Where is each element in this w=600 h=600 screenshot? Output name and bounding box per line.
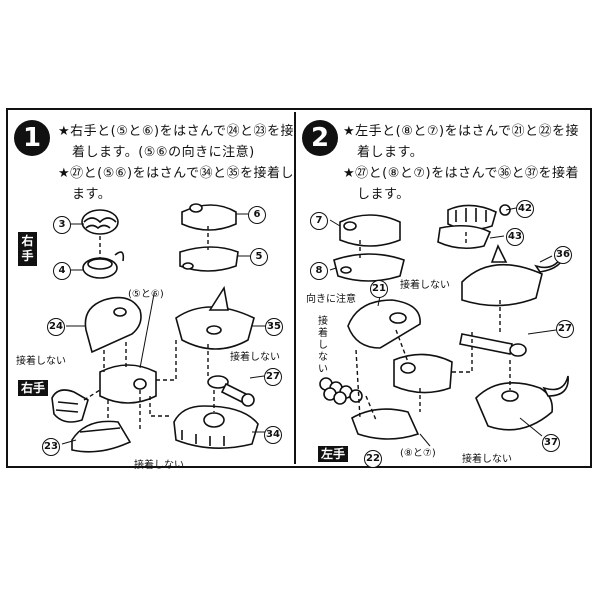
part-6-shape bbox=[181, 203, 237, 231]
part-label-37: 37 bbox=[542, 434, 560, 452]
part-5-shape bbox=[179, 246, 239, 272]
part-label-22: 22 bbox=[364, 450, 382, 468]
assembled-8-7-shape bbox=[393, 353, 453, 394]
step1-instruction-line4: ます。 bbox=[72, 187, 112, 202]
step2-instruction-line1: ★左手と(⑧と⑦)をはさんで㉑と㉒を接 bbox=[343, 124, 579, 139]
part-label-8: 8 bbox=[310, 262, 328, 280]
part-label-3: 3 bbox=[53, 216, 71, 234]
part-27-joint-shape bbox=[207, 375, 255, 407]
part-label-35: 35 bbox=[265, 318, 283, 336]
part-34-shape bbox=[173, 405, 259, 449]
no-glue-label-bottom-step2: 接着しない bbox=[462, 454, 512, 465]
step-divider bbox=[294, 112, 296, 464]
callout-5-and-6: (⑤と⑥) bbox=[128, 289, 164, 300]
left-hand-tag: 左手 bbox=[318, 446, 349, 462]
no-glue-label-top: 接着しない bbox=[400, 280, 450, 291]
part-label-42: 42 bbox=[516, 200, 534, 218]
part-42-shape bbox=[447, 204, 511, 231]
callout-8-and-7: (⑧と⑦) bbox=[400, 448, 436, 459]
part-8-shape bbox=[333, 253, 405, 282]
part-35-shape bbox=[175, 285, 255, 350]
step2-instruction-line4: します。 bbox=[357, 187, 410, 202]
part-label-43: 43 bbox=[506, 228, 524, 246]
part-36-shape bbox=[461, 244, 565, 307]
assembled-5-6-shape bbox=[99, 364, 157, 404]
part-label-23: 23 bbox=[42, 438, 60, 456]
part-label-27: 27 bbox=[264, 368, 282, 386]
no-glue-label-vertical: 接着しない bbox=[318, 316, 328, 375]
step1-number: 1 bbox=[14, 120, 50, 156]
step2-instruction-line3: ★㉗と(⑧と⑦)をはさんで㊱と㊲を接着 bbox=[343, 166, 579, 181]
part-label-34: 34 bbox=[264, 426, 282, 444]
part-22-shape bbox=[351, 408, 420, 440]
part-label-27-step2: 27 bbox=[556, 320, 574, 338]
part-3-fist-shape bbox=[81, 209, 119, 235]
part-label-36: 36 bbox=[554, 246, 572, 264]
part-7-shape bbox=[339, 214, 401, 247]
step2-number: 2 bbox=[302, 120, 338, 156]
step2-instruction-line2: 着します。 bbox=[357, 145, 424, 160]
no-glue-label-bottom: 接着しない bbox=[134, 460, 184, 471]
part-label-4: 4 bbox=[53, 262, 71, 280]
step1-instruction-line1: ★右手と(⑤と⑥)をはさんで㉔と㉓を接 bbox=[58, 124, 294, 139]
part-label-5: 5 bbox=[250, 248, 268, 266]
right-hand-fist-shape bbox=[51, 389, 89, 423]
part-37-shape bbox=[475, 375, 569, 431]
no-glue-label-left: 接着しない bbox=[16, 356, 66, 367]
part-27-joint-step2-shape bbox=[459, 333, 527, 357]
part-43-shape bbox=[437, 224, 492, 250]
part-label-24: 24 bbox=[47, 318, 65, 336]
orientation-note: 向きに注意 bbox=[306, 294, 356, 305]
instruction-frame bbox=[6, 108, 592, 468]
left-hand-fingers-shape bbox=[319, 377, 363, 405]
part-21-shape bbox=[347, 299, 421, 349]
step1-instruction-line2: 着します。(⑤⑥の向きに注意) bbox=[72, 145, 255, 160]
part-4-wrist-shape bbox=[82, 251, 125, 279]
part-24-shape bbox=[84, 296, 142, 354]
part-label-7: 7 bbox=[310, 212, 328, 230]
no-glue-label-right: 接着しない bbox=[230, 352, 280, 363]
part-23-shape bbox=[71, 420, 132, 453]
right-hand-tag-vertical: 右手 bbox=[18, 232, 37, 266]
right-hand-tag: 右手 bbox=[18, 380, 49, 396]
part-label-21: 21 bbox=[370, 280, 388, 298]
part-label-6: 6 bbox=[248, 206, 266, 224]
step1-instruction-line3: ★㉗と(⑤⑥)をはさんで㉞と㉟を接着し bbox=[58, 166, 294, 181]
